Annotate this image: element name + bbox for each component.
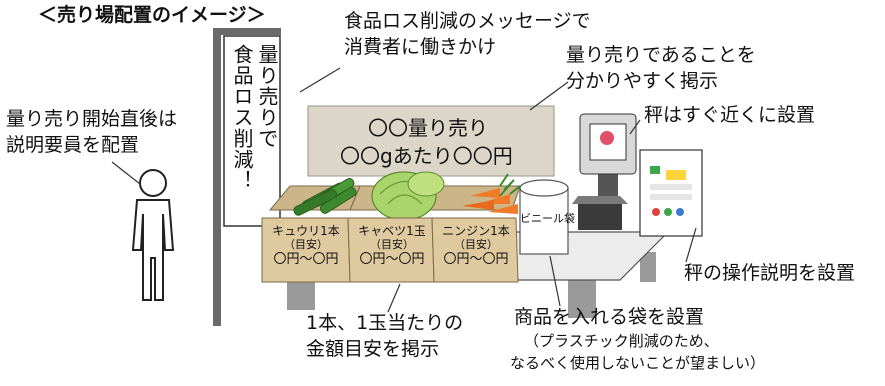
callout-bags: 商品を入れる袋を設置 <box>514 306 705 328</box>
cucumbers <box>293 178 357 216</box>
callout-bags-note-line2: なるべく使用しないことが望ましい） <box>510 354 766 372</box>
sign-line2: 〇〇gあたり〇〇円 <box>340 144 513 168</box>
instruction-sheet <box>639 149 703 237</box>
leader-lines <box>111 67 697 313</box>
bag-roll <box>519 179 569 255</box>
callout-signage-line2: 分かりやすく掲示 <box>566 70 719 92</box>
callout-price-line2: 金額目安を掲示 <box>306 338 440 360</box>
callout-message-line1: 食品ロス削減のメッセージで <box>344 10 591 32</box>
price-card-name: キャベツ1玉 <box>358 224 426 238</box>
price-card-note: （目安） <box>284 238 328 252</box>
callout-signage-line1: 量り売りであることを <box>566 44 756 66</box>
callout-staff-line1: 量り売り開始直後は <box>6 108 178 130</box>
callout-bags-note-line1: （プラスチック削減のため、 <box>524 332 719 350</box>
price-card-name: ニンジン1本 <box>442 224 510 238</box>
cabbage <box>371 171 445 221</box>
price-card-price: 〇円〜〇円 <box>359 251 425 267</box>
banner-pole <box>213 28 281 326</box>
price-card-note: （目安） <box>370 238 414 252</box>
callout-staff-line2: 説明要員を配置 <box>6 134 140 156</box>
banner-text-col2: 食品ロス削減！ <box>230 44 254 191</box>
price-card-price: 〇円〜〇円 <box>273 251 339 267</box>
staff-figure <box>131 169 175 301</box>
price-card-name: キュウリ1本 <box>272 224 340 238</box>
price-card-note: （目安） <box>454 238 498 252</box>
price-card: ニンジン1本 （目安） 〇円〜〇円 <box>434 224 518 267</box>
callout-manual: 秤の操作説明を設置 <box>684 262 856 284</box>
bag-label: ビニール袋 <box>520 212 575 225</box>
callout-message-line2: 消費者に働きかけ <box>344 36 497 58</box>
callout-price-line1: 1本、1玉当たりの <box>306 312 464 334</box>
price-card: キャベツ1玉 （目安） 〇円〜〇円 <box>350 224 434 267</box>
price-card: キュウリ1本 （目安） 〇円〜〇円 <box>264 224 348 267</box>
carrots <box>462 173 521 214</box>
banner-flag <box>223 35 281 227</box>
diagram-title: ＜売り場配置のイメージ＞ <box>38 4 266 26</box>
sign-line1: 〇〇量り売り <box>368 116 488 140</box>
scale <box>572 113 637 230</box>
banner-text-col1: 量り売りで <box>255 44 279 149</box>
front-bins <box>261 217 519 283</box>
callout-scale: 秤はすぐ近くに設置 <box>644 104 816 126</box>
price-card-price: 〇円〜〇円 <box>443 251 509 267</box>
sign-board <box>307 105 555 177</box>
